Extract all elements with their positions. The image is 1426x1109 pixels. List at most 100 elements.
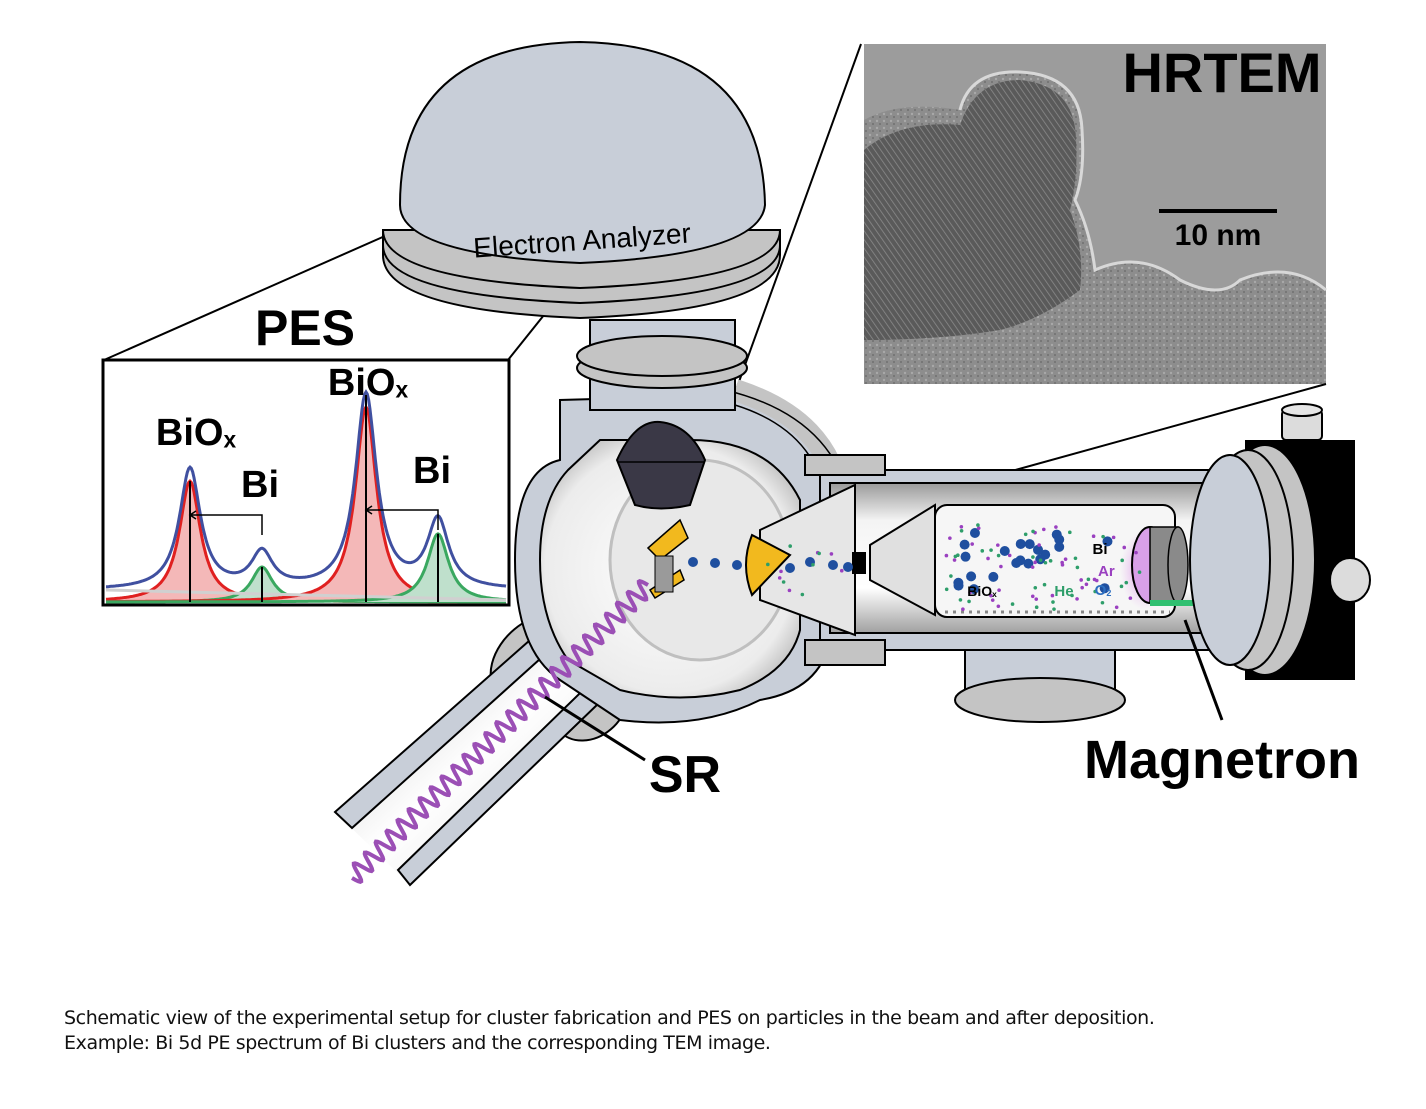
ar-atom [968,590,972,595]
sample-holder [646,518,689,600]
ar-atom [1080,585,1084,590]
source-label-ar: Ar [1098,563,1115,580]
he-atom [1100,600,1105,605]
cluster-particle [1011,558,1022,569]
ar-atom [989,593,993,598]
he-atom [1075,565,1080,570]
caption-line-2: Example: Bi 5d PE spectrum of Bi cluster… [64,1032,771,1054]
sr-wave [351,578,649,885]
ar-atom [1063,557,1068,561]
cluster-particle [1032,544,1043,555]
he-atom [1010,602,1015,606]
cluster-particle [966,571,977,582]
ar-atom [1122,545,1127,550]
gas-atom [800,592,805,597]
source-label-biox: BiOx [967,583,997,599]
he-atom [1042,582,1047,587]
ar-atom [1030,594,1035,599]
ar-atom [1075,597,1079,601]
he-atom [1048,559,1053,563]
electron-analyzer: Electron Analyzer [382,40,781,320]
he-atom [1101,534,1105,539]
source-label-bi: Bi [1093,541,1108,558]
ar-atom [959,524,964,529]
cluster-particle [999,546,1010,557]
ar-atom [1030,565,1035,569]
he-atom [944,587,949,592]
he-atom [976,523,980,527]
he-atom [959,529,964,533]
ar-atom [997,588,1001,592]
he-atom [1119,584,1124,589]
ar-atom [1060,563,1065,567]
caption-line-1: Schematic view of the experimental setup… [64,1007,1155,1029]
ar-atom [1042,527,1046,532]
cluster-particle [1015,538,1026,549]
cluster-particle [953,580,964,591]
he-atom [989,548,993,552]
cluster-particle [960,551,971,562]
ar-atom [1007,553,1012,558]
he-atom [1073,556,1078,561]
ar-atom [961,607,965,611]
ar-atom [996,604,1001,609]
ar-atom [944,553,949,558]
hrtem-image: HRTEM 10 nm [864,41,1327,385]
cluster-particle [732,560,742,570]
ar-atom [990,598,995,602]
he-atom [1137,570,1142,574]
he-atom [980,549,985,553]
sr-label: SR [649,746,721,804]
ar-atom [996,543,1000,547]
he-atom [967,599,971,604]
scale-bar-label: 10 nm [1175,219,1262,252]
spectrum-label-biox-2: BiOx [328,362,409,404]
ar-atom [1092,577,1097,582]
he-atom [1038,558,1043,563]
gas-atom [787,588,792,593]
he-atom [1051,600,1055,604]
he-atom [1124,580,1129,585]
he-atom [1068,530,1072,535]
ar-atom [1079,578,1083,582]
he-atom [958,598,963,602]
cluster-particle [1054,534,1065,545]
spectrum-label-bi-1: Bi [241,464,279,506]
magnetron-label: Magnetron [1084,730,1360,790]
ar-atom [1111,535,1116,540]
cluster-particle [988,571,999,582]
ar-atom [1091,534,1096,539]
ar-atom [1034,597,1039,601]
ar-atom [1114,605,1119,610]
spectrum-label-bi-2: Bi [413,450,451,492]
cluster-particle [1024,539,1035,550]
ar-atom [952,558,957,562]
shift-arrow [188,510,263,535]
gas-atom [781,580,786,584]
cluster-particle [710,558,720,568]
gas-atom [817,551,821,556]
he-atom [996,553,1001,558]
he-atom [1086,577,1091,582]
magnetron-pointer-line [1183,619,1224,721]
ar-atom [999,564,1003,569]
ar-atom [1037,543,1041,547]
gas-atom [788,544,792,548]
cluster-source [745,403,1371,723]
ar-atom [970,542,975,546]
pes-panel: PES BiOx Bi BiOx Bi [101,300,511,607]
cluster-particle [688,557,698,567]
shift-arrow [364,505,439,530]
he-atom [953,554,958,559]
he-atom [1120,558,1124,563]
pes-title: PES [255,300,355,356]
cluster-particle [969,528,980,539]
cluster-particle [843,562,853,572]
gas-atom [839,568,844,573]
ar-atom [1134,550,1138,555]
he-atom [1070,593,1074,598]
envelope-curve [106,389,507,589]
gas-atom [811,562,815,567]
he-atom [1052,607,1056,611]
he-atom [949,574,953,578]
